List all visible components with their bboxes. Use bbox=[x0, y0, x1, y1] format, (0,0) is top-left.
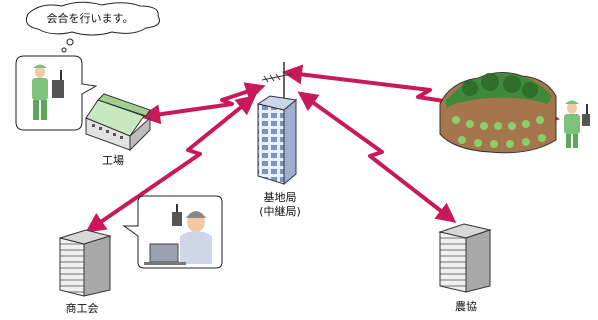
farm-field-icon bbox=[439, 72, 557, 154]
office-tower-icon bbox=[256, 95, 298, 186]
label-factory: 工場 bbox=[102, 154, 124, 167]
coop-building-icon bbox=[438, 223, 492, 293]
label-chamber-of-commerce: 商工会 bbox=[66, 301, 99, 315]
label-agricultural-coop: 農協 bbox=[455, 299, 477, 313]
radio-link-factory bbox=[140, 82, 266, 125]
label-base-station: 基地局 bbox=[264, 191, 297, 204]
speech-bubble: 会合を行います。 bbox=[25, 1, 160, 53]
factory-building-icon bbox=[85, 93, 151, 152]
person-on-phone-with-laptop-icon bbox=[144, 204, 212, 265]
speech-bubble-text: 会合を行います。 bbox=[47, 11, 134, 25]
radio-link-commerce bbox=[85, 94, 257, 233]
field-worker-icon bbox=[564, 100, 590, 148]
worker-callout bbox=[15, 55, 98, 131]
antenna-icon bbox=[261, 62, 293, 100]
office-callout bbox=[122, 195, 223, 269]
label-base-station-sub: (中継局) bbox=[259, 204, 301, 218]
commerce-building-icon bbox=[58, 229, 112, 297]
worker-with-radio-icon bbox=[32, 64, 64, 120]
radio-link-coop bbox=[297, 91, 457, 223]
